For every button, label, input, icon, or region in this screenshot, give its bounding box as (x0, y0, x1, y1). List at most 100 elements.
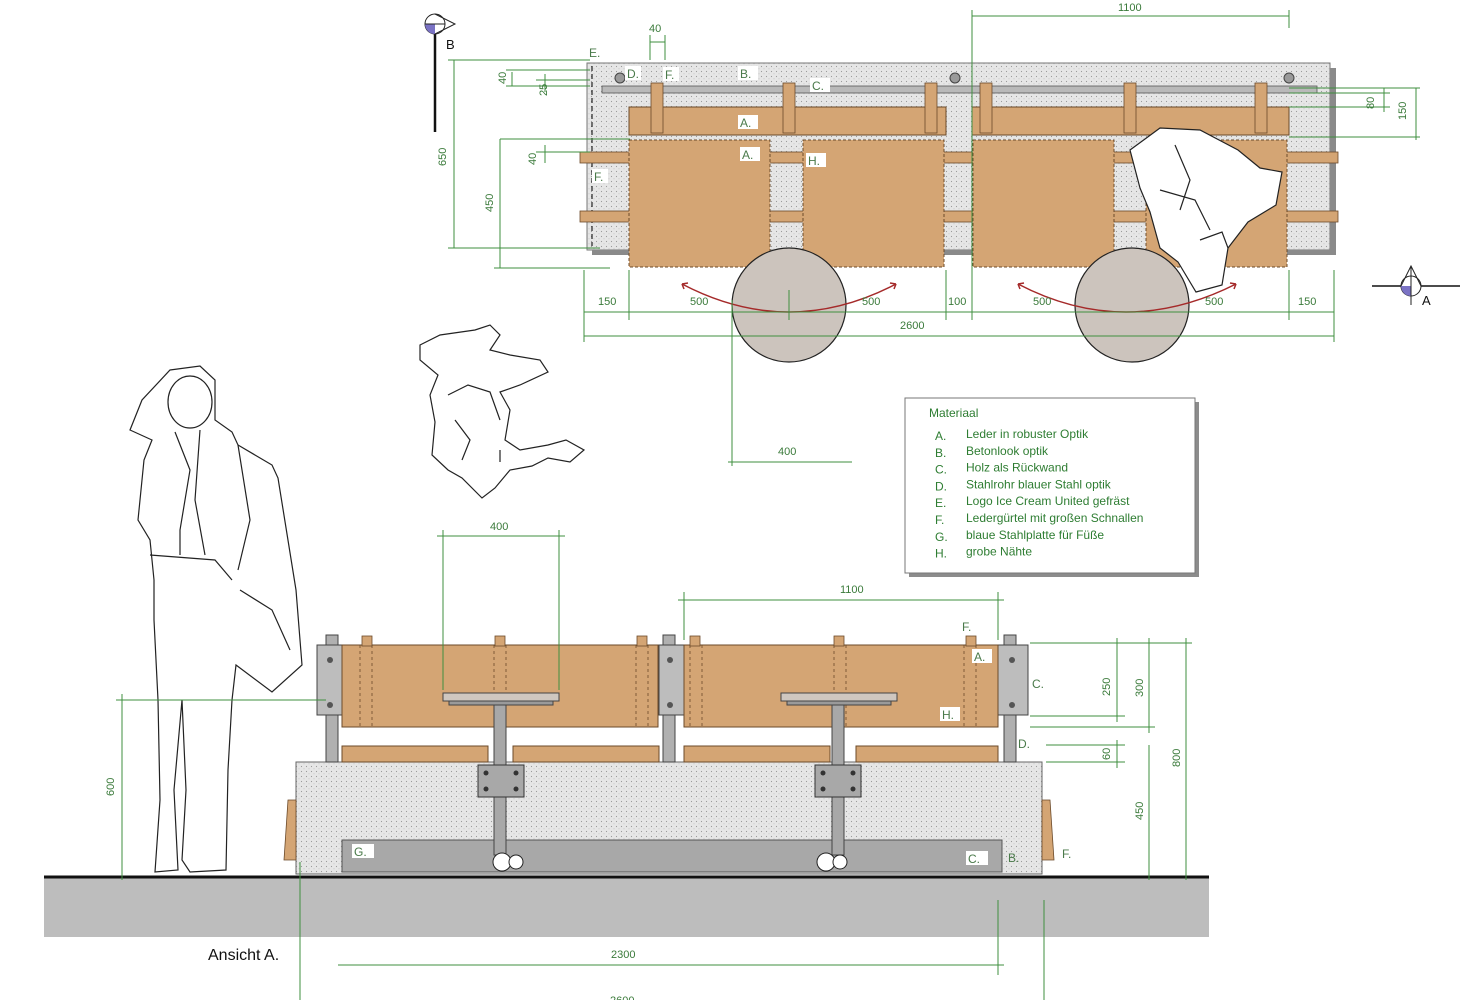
elev-dim-300: 300 (1134, 679, 1146, 697)
elev-label-c-low: C. (968, 852, 980, 866)
section-marker-a: A (1372, 264, 1460, 308)
dim-80: 80 (1365, 97, 1377, 109)
seat-3-plan (972, 139, 1115, 268)
legend-text: Holz als Rückwand (966, 461, 1068, 475)
plan-dimension-texts: 40 1100 40 25 650 450 40 80 150 150 500 … (437, 2, 1409, 458)
dim-500-1: 500 (690, 296, 708, 308)
section-marker-a-label: A (1422, 293, 1431, 308)
plan-label-f-top: F. (665, 68, 674, 82)
rail-cap (949, 72, 961, 84)
elev-dim-1100: 1100 (840, 584, 864, 596)
person-sketch-walking (419, 324, 586, 499)
elev-label-f: F. (1062, 847, 1071, 861)
seat-1-plan (628, 139, 771, 268)
seat-2-plan (802, 139, 945, 268)
legend-text: grobe Nähte (966, 545, 1032, 559)
dim-100: 100 (948, 296, 966, 308)
legend-text: Leder in robuster Optik (966, 427, 1089, 441)
elev-label-a: A. (974, 650, 985, 664)
legend-key: E. (935, 496, 946, 510)
dim-25: 25 (538, 84, 550, 96)
plan-label-f-side: F. (594, 170, 603, 184)
elev-label-c: C. (1032, 677, 1044, 691)
plan-label-d: D. (627, 67, 639, 81)
elev-dim-800: 800 (1171, 749, 1183, 767)
dim-40-b: 40 (527, 153, 539, 165)
elev-dim-450: 450 (1134, 802, 1146, 820)
elev-dim-600: 600 (105, 778, 117, 796)
legend-key: A. (935, 429, 946, 443)
legend-title: Materiaal (929, 406, 978, 420)
backrest-seams (359, 645, 977, 727)
dim-40-a: 40 (497, 72, 509, 84)
elev-label-h: H. (942, 708, 954, 722)
person-sketch-standing (129, 365, 303, 873)
elevation-view: 400 1100 250 300 60 800 450 600 2300 260… (44, 365, 1209, 1000)
steel-foot-plate (341, 839, 1003, 873)
legend-text: Betonlook optik (966, 444, 1049, 458)
dim-40-top: 40 (649, 23, 661, 35)
dim-150-right-bottom: 150 (1298, 296, 1316, 308)
dim-500-3: 500 (1033, 296, 1051, 308)
view-title: Ansicht A. (208, 947, 279, 964)
cross-rail-plan (579, 151, 1339, 164)
side-belts (283, 799, 1055, 861)
legend-key: C. (935, 463, 947, 477)
plan-label-h: H. (808, 154, 820, 168)
plan-label-b: B. (740, 67, 751, 81)
elevation-labels: F. A. C. H. D. G. C. B. F. (352, 620, 1071, 866)
belt-loops-top (361, 635, 977, 647)
legend-box (904, 397, 1196, 574)
elev-label-d: D. (1018, 737, 1030, 751)
table-right-elevation (780, 692, 898, 872)
dim-500-4: 500 (1205, 296, 1223, 308)
dim-650: 650 (437, 148, 449, 166)
dim-150-left: 150 (598, 296, 616, 308)
legend-key: D. (935, 479, 947, 493)
table-right-plan (1074, 247, 1190, 363)
ground-slab (44, 877, 1209, 937)
rail-cap (614, 72, 626, 84)
elev-dim-250: 250 (1101, 678, 1113, 696)
dim-2600-plan: 2600 (900, 320, 924, 332)
cross-rail-plan (579, 210, 1339, 223)
section-marker-b: B (424, 13, 457, 132)
seat-cushions-elevation (341, 745, 999, 763)
rail-cap (1283, 72, 1295, 84)
plan-view: B A 40 1100 (419, 2, 1460, 499)
person-sketch-seated (1129, 127, 1283, 293)
plan-labels: D. F. B. C. E. A. A. H. F. (587, 45, 830, 184)
plan-dimension-lines (448, 10, 1420, 466)
elevation-dimension-lines (116, 530, 1192, 1000)
dim-1100-top: 1100 (1118, 2, 1142, 14)
elev-label-b: B. (1008, 851, 1019, 865)
dim-150-right: 150 (1397, 102, 1409, 120)
dim-500-2: 500 (862, 296, 880, 308)
dim-400-plan: 400 (778, 446, 796, 458)
elev-dim-2600: 2600 (610, 995, 634, 1000)
elev-dim-400: 400 (490, 521, 508, 533)
section-marker-b-label: B (446, 37, 455, 52)
elev-dim-60: 60 (1101, 748, 1113, 760)
legend-text: Logo Ice Cream United gefräst (966, 494, 1130, 508)
legend-text: Stahlrohr blauer Stahl optik (966, 477, 1112, 491)
legend-key: H. (935, 547, 947, 561)
steel-rail-plan (601, 85, 1318, 94)
plan-label-c: C. (812, 79, 824, 93)
elev-label-g: G. (354, 845, 367, 859)
base-shadow-bottom (592, 250, 1336, 255)
elev-dim-2300: 2300 (611, 949, 635, 961)
plan-label-e: E. (589, 46, 600, 60)
belts-plan (650, 82, 1268, 134)
legend-text: blaue Stahlplatte für Füße (966, 528, 1104, 542)
legend-key: B. (935, 446, 946, 460)
elevation-dimension-texts: 400 1100 250 300 60 800 450 600 2300 260… (105, 521, 1183, 1000)
dim-450: 450 (484, 194, 496, 212)
legend-text: Ledergürtel mit großen Schnallen (966, 511, 1143, 525)
plan-label-a-back: A. (740, 116, 751, 130)
legend-key: G. (935, 530, 948, 544)
plan-label-a-seat: A. (742, 148, 753, 162)
